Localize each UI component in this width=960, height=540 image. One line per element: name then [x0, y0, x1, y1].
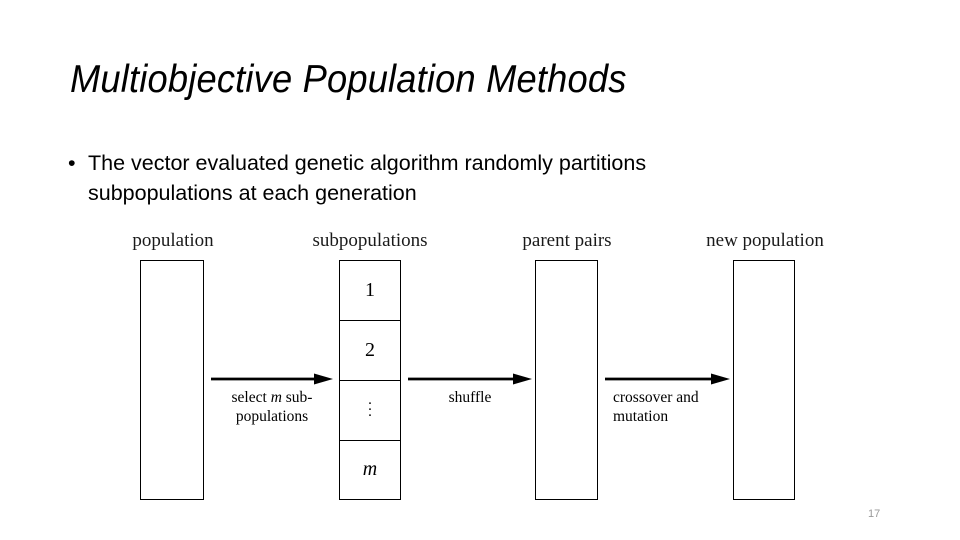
arrow-caption-select-italic: m [270, 389, 282, 406]
arrow-caption-select-line-2: populations [235, 408, 309, 425]
page-number: 17 [868, 508, 881, 520]
subpopulation-cell-1-label: 1 [365, 279, 375, 301]
subpopulation-cell-m-label: m [362, 458, 378, 480]
arrow-caption-select-post: sub- [281, 389, 313, 406]
subpopulation-cell-m: m [340, 441, 400, 498]
page-title: Multiobjective Population Methods [70, 58, 627, 101]
bullet-text-line-1: The vector evaluated genetic algorithm r… [88, 151, 647, 175]
parent-pairs-box [535, 260, 598, 500]
list-item: • The vector evaluated genetic algorithm… [68, 148, 868, 208]
subpopulation-cell-1: 1 [340, 261, 400, 321]
diagram-label-population: population [132, 230, 214, 251]
arrow-caption-shuffle-line-1: shuffle [448, 389, 492, 406]
arrow-select-icon [211, 373, 333, 385]
vertical-dots-icon: · [367, 401, 373, 418]
subpopulation-cell-2-label: 2 [365, 339, 375, 361]
arrow-caption-crossover-line-1: crossover and [613, 389, 699, 406]
arrow-caption-select-line-1: select m sub- [232, 389, 313, 406]
arrow-caption-select-pre: select [231, 389, 271, 406]
vertical-dots-icon: · [367, 407, 373, 424]
arrow-crossover-icon [605, 373, 730, 385]
new-population-box [733, 260, 795, 500]
diagram-label-subpopulations: subpopulations [312, 230, 428, 251]
diagram-label-parent-pairs: parent pairs [522, 230, 612, 251]
subpopulation-cell-2: 2 [340, 321, 400, 381]
bullet-marker-icon: • [68, 151, 76, 175]
bullet-text-line-2: subpopulations at each generation [88, 181, 417, 205]
arrow-caption-shuffle: shuffle [395, 388, 545, 407]
diagram-label-new-population: new population [706, 230, 824, 251]
arrow-caption-crossover-line-2: mutation [613, 408, 669, 425]
arrow-caption-crossover: crossover and mutation [613, 388, 793, 426]
vertical-dots-icon: · [367, 395, 373, 412]
subpopulation-cell-ellipsis: · · · [340, 381, 400, 441]
population-box [140, 260, 204, 500]
arrow-caption-select: select m sub- populations [197, 388, 347, 426]
bullet-list: • The vector evaluated genetic algorithm… [68, 148, 868, 208]
arrow-shuffle-icon [408, 373, 532, 385]
subpopulations-box: 1 2 · · · m [339, 260, 401, 500]
